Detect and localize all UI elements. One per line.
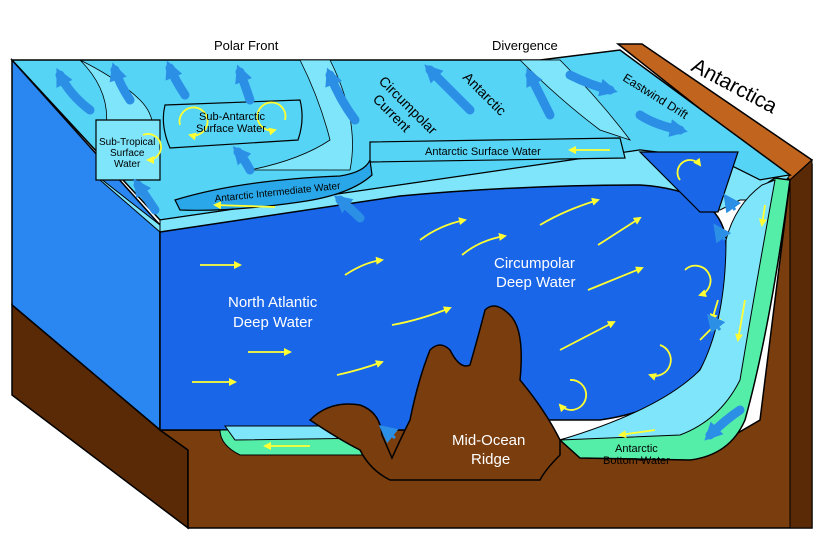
label-divergence: Divergence — [492, 38, 558, 53]
slope-arrow — [713, 223, 732, 244]
antarctic-surface-water-band — [369, 137, 626, 163]
label-antarctic-bottom-2: Bottom Water — [603, 455, 670, 467]
divergence-trough — [638, 151, 739, 213]
surface-arrow — [235, 64, 255, 105]
label-circumpolar-deep-1: Circumpolar — [494, 255, 575, 272]
flow-arrow — [213, 201, 276, 210]
bottom-water-inner — [559, 179, 776, 441]
antarctic-slope-arrows — [378, 193, 742, 444]
surface-arrow — [232, 145, 255, 175]
flow-arrow — [419, 217, 467, 241]
flow-arrow — [336, 360, 384, 376]
flow-arrow — [391, 306, 452, 326]
eddy-arrow — [256, 101, 287, 136]
surface-arrow — [133, 178, 160, 215]
eddy-arrow — [676, 157, 702, 181]
flow-arrow — [559, 321, 616, 351]
eddy-arrow — [558, 379, 588, 413]
label-circumpolar-deep-2: Deep Water — [496, 274, 575, 291]
flow-arrow — [344, 256, 384, 276]
flow-arrow — [735, 299, 746, 342]
slope-arrow — [378, 425, 399, 444]
label-mid-ocean-1: Mid-Ocean — [452, 432, 525, 449]
surface-arrow — [424, 64, 475, 115]
label-north-atlantic-1: North Atlantic — [228, 294, 318, 311]
label-sub-antarctic-1: Sub-Antarctic — [199, 111, 266, 123]
sub-antarctic-box — [162, 99, 303, 149]
flow-arrows — [142, 101, 767, 450]
surface-arrow — [635, 110, 688, 137]
surface-current-arrows — [55, 60, 745, 441]
antarctica-land-side — [789, 158, 813, 529]
antarctic-intermediate-water-band — [174, 157, 373, 211]
label-sub-antarctic-2: Surface Water — [196, 123, 266, 135]
surface-arrow — [525, 67, 555, 120]
surface-arrow — [333, 195, 365, 223]
label-mid-ocean-2: Ridge — [471, 451, 510, 468]
label-sub-tropical-1: Sub-Tropical — [99, 137, 155, 148]
flow-arrow — [597, 216, 642, 246]
eddy-arrow — [142, 133, 162, 164]
surface-arrow — [325, 67, 360, 125]
flow-arrow — [587, 266, 644, 291]
eddy-arrow — [178, 106, 209, 141]
flow-arrow — [461, 232, 507, 256]
label-antarctic-bottom-1: Antarctic — [615, 443, 658, 455]
label-north-atlantic-2: Deep Water — [233, 314, 312, 331]
label-sub-tropical-2: Surface — [110, 148, 145, 159]
surface-arrow — [109, 62, 135, 105]
label-sub-tropical-3: Water — [114, 159, 141, 170]
slope-arrow — [707, 313, 726, 334]
surface-arrow — [704, 405, 745, 441]
label-antarctic-surface-water: Antarctic Surface Water — [425, 146, 541, 158]
flow-arrow — [618, 429, 656, 439]
flow-arrow — [539, 197, 600, 226]
surface-arrow — [165, 60, 190, 100]
flow-arrow — [758, 204, 767, 227]
label-polar-front: Polar Front — [214, 38, 279, 53]
mid-ocean-ridge — [308, 305, 561, 481]
slope-arrow — [723, 193, 742, 214]
surface-arrow — [55, 67, 95, 115]
surface-arrow — [565, 70, 618, 97]
eddy-arrow — [648, 344, 672, 381]
eddy-arrow — [684, 264, 712, 298]
